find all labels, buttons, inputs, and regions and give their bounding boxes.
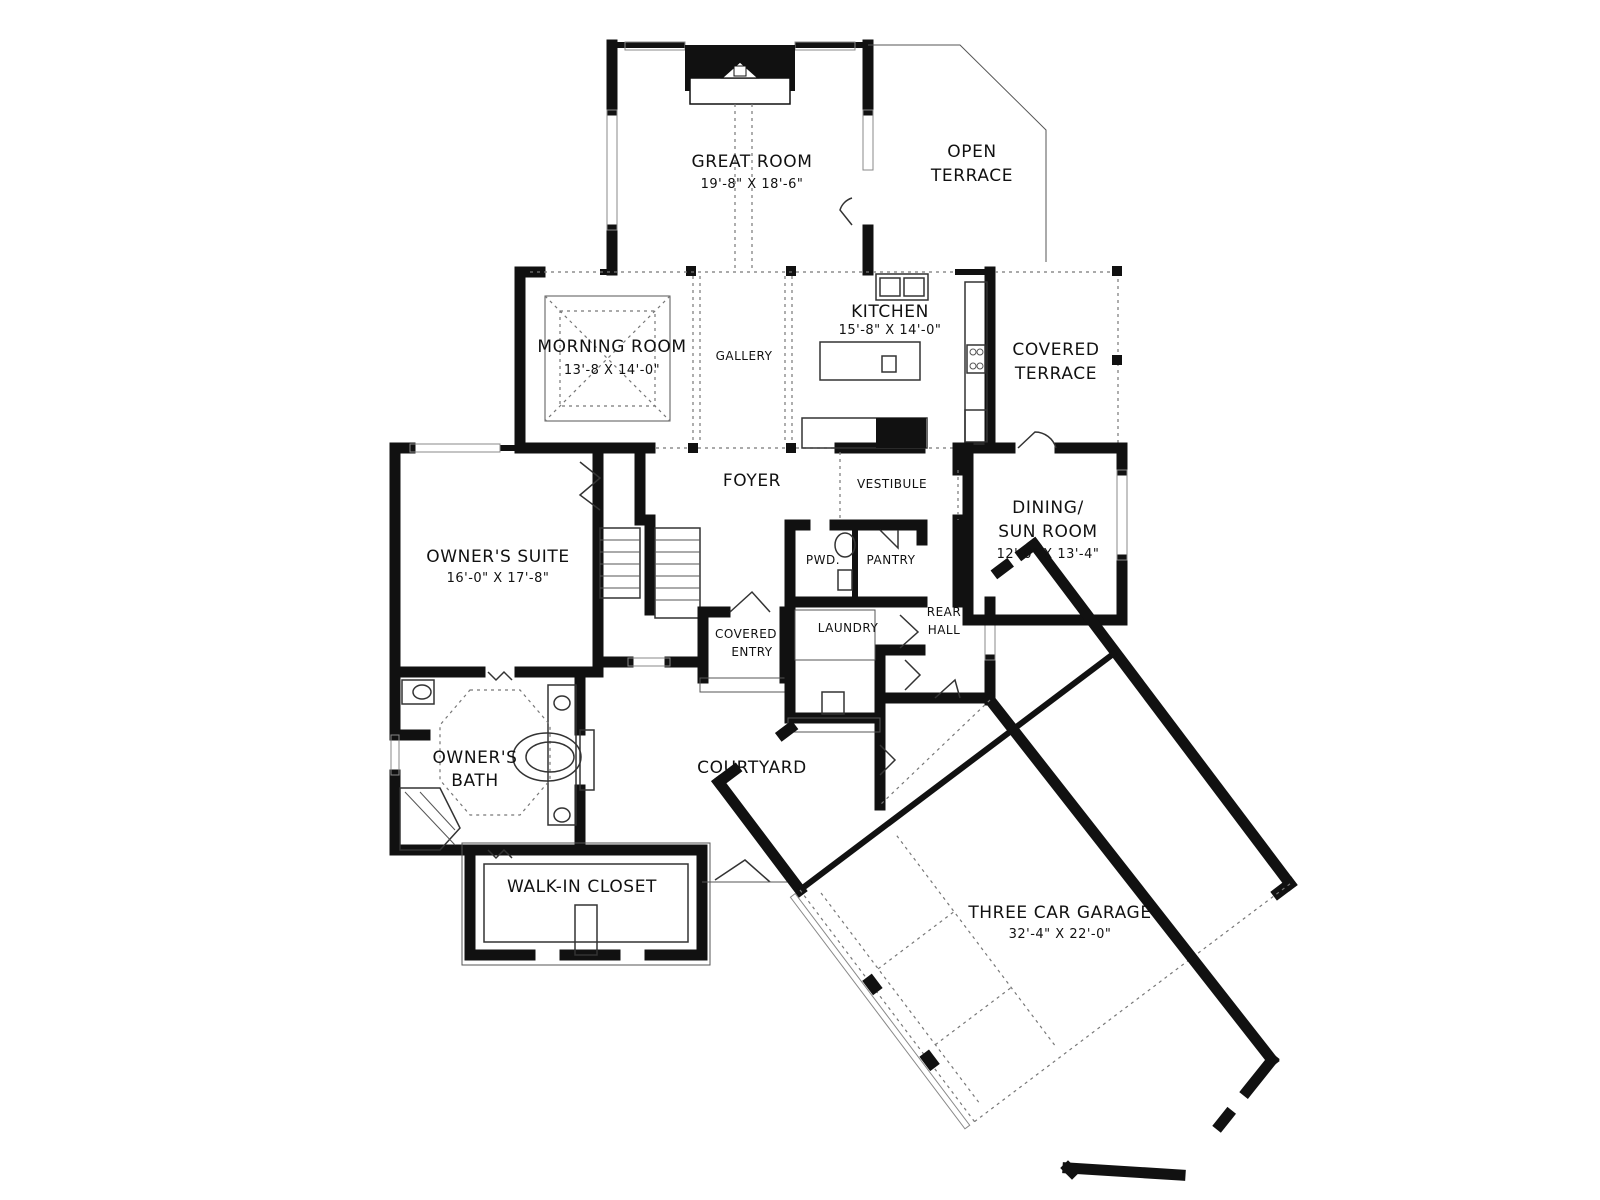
great-room-dims: 19'-8" X 18'-6" xyxy=(701,177,804,192)
rear-hall-label-2: HALL xyxy=(928,623,961,637)
covered-entry-walls xyxy=(697,590,791,693)
kitchen-name: KITCHEN xyxy=(851,302,929,322)
laundry-name: LAUNDRY xyxy=(818,621,879,635)
great-room-door xyxy=(839,197,853,226)
courtyard-name: COURTYARD xyxy=(697,758,807,778)
courtyard-outline xyxy=(702,739,897,883)
morning-room-dims: 13'-8 X 14'-0" xyxy=(564,363,660,378)
covered-terrace-label-1: COVERED xyxy=(1012,340,1099,360)
covered-entry-label-1: COVERED xyxy=(715,627,777,641)
covered-terrace-outline xyxy=(984,266,1128,454)
garage-dims: 32'-4" X 22'-0" xyxy=(1009,927,1112,942)
great-room-name: GREAT ROOM xyxy=(691,152,812,172)
morning-room-ceiling xyxy=(544,295,671,422)
owners-suite-dims: 16'-0" X 17'-8" xyxy=(447,571,550,586)
dining-dims: 12'-0" X 13'-4" xyxy=(997,547,1100,562)
great-room-walls xyxy=(606,39,874,276)
morning-room-name: MORNING ROOM xyxy=(537,337,686,357)
owners-bath-label-2: BATH xyxy=(451,771,499,791)
open-terrace-label-1: OPEN xyxy=(947,142,997,162)
open-terrace-outline xyxy=(868,44,1047,262)
owners-suite-name: OWNER'S SUITE xyxy=(426,547,570,567)
pantry-name: PANTRY xyxy=(867,553,916,567)
garage-walls xyxy=(711,536,1298,1130)
service-core-walls xyxy=(784,442,964,724)
walk-in-closet-walls xyxy=(461,842,711,966)
covered-terrace-label-2: TERRACE xyxy=(1014,364,1097,384)
kitchen-dims: 15'-8" X 14'-0" xyxy=(839,323,942,338)
laundry-walls xyxy=(784,596,996,751)
garage-back-wall xyxy=(879,692,1280,1181)
rear-hall-label-1: REAR xyxy=(927,605,961,619)
dining-label-1: DINING/ xyxy=(1012,498,1084,518)
walk-in-closet-name: WALK-IN CLOSET xyxy=(507,877,657,897)
foyer-name: FOYER xyxy=(723,471,781,491)
fireplace xyxy=(685,45,795,105)
open-terrace-label-2: TERRACE xyxy=(930,166,1013,186)
garage-name: THREE CAR GARAGE xyxy=(967,903,1151,923)
pwd-name: PWD. xyxy=(806,553,840,567)
covered-entry-label-2: ENTRY xyxy=(731,645,772,659)
owners-bath-label-1: OWNER'S xyxy=(432,748,517,768)
vestibule-name: VESTIBULE xyxy=(857,477,927,491)
kitchen-fixtures xyxy=(801,273,988,449)
dining-label-2: SUN ROOM xyxy=(998,522,1097,542)
owners-suite-walls xyxy=(389,442,604,682)
gallery-name: GALLERY xyxy=(716,349,773,363)
stairs xyxy=(592,442,706,668)
